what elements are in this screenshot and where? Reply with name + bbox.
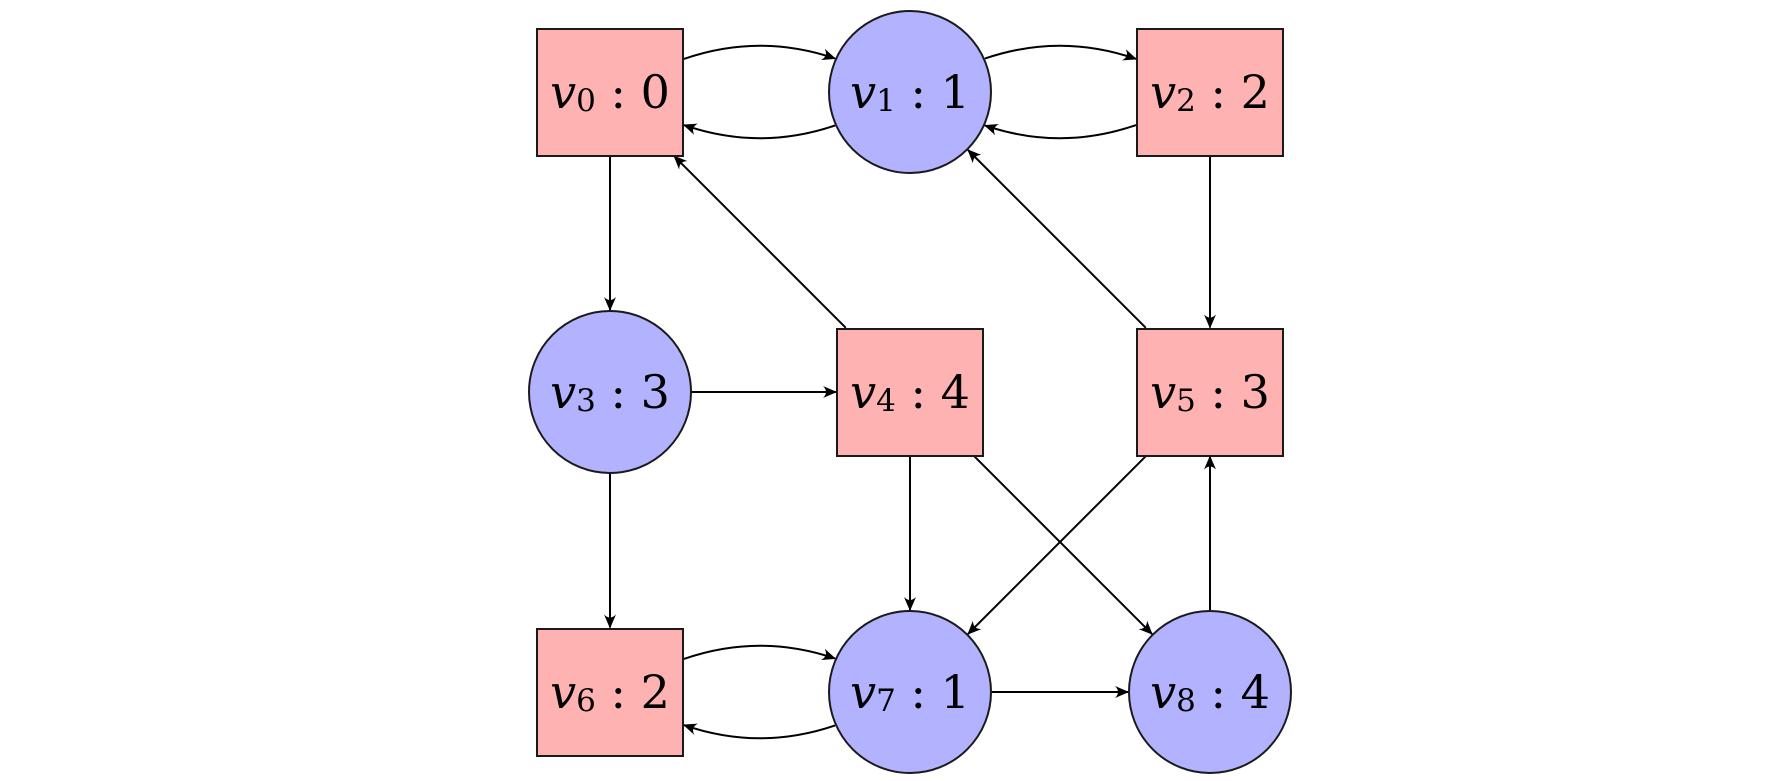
node-v8-label: v8 : 4 [1150, 665, 1270, 719]
edge-v4-v0 [673, 155, 847, 329]
edge-v5-v1 [967, 149, 1147, 329]
edge-v2-v1 [983, 123, 1137, 140]
node-v1-label: v1 : 1 [850, 65, 970, 119]
node-v1-circle [828, 10, 992, 174]
node-v8-circle [1128, 610, 1292, 774]
node-v6: v6 : 2 [536, 628, 684, 757]
node-v3-label: v3 : 3 [550, 365, 670, 419]
node-v6-label: v6 : 2 [550, 665, 670, 719]
node-v8: v8 : 4 [1128, 610, 1292, 774]
node-v2: v2 : 2 [1136, 28, 1284, 157]
node-v0-label: v0 : 0 [550, 65, 670, 119]
node-v5: v5 : 3 [1136, 328, 1284, 457]
edges-layer [604, 44, 1216, 740]
node-v4-label: v4 : 4 [850, 365, 970, 419]
edge-v7-v6 [682, 723, 836, 740]
node-v4-square [836, 328, 984, 457]
node-v4: v4 : 4 [836, 328, 984, 457]
node-v5-label: v5 : 3 [1150, 365, 1270, 419]
edge-v6-v7 [683, 644, 837, 661]
node-v1: v1 : 1 [828, 10, 992, 174]
nodes-layer: v0 : 0 v1 : 1 v2 : 2 v3 : 3 v4 : 4 v5 : … [528, 10, 1292, 774]
node-v2-label: v2 : 2 [1150, 65, 1270, 119]
node-v0-square [536, 28, 684, 157]
node-v7-circle [828, 610, 992, 774]
node-v2-square [1136, 28, 1284, 157]
node-v5-square [1136, 328, 1284, 457]
node-v3: v3 : 3 [528, 310, 692, 474]
edge-v4-v8 [973, 455, 1153, 635]
node-v6-square [536, 628, 684, 757]
node-v7-label: v7 : 1 [850, 665, 970, 719]
edge-v5-v7 [967, 455, 1147, 635]
edge-v0-v1 [683, 44, 837, 61]
node-v7: v7 : 1 [828, 610, 992, 774]
node-v3-circle [528, 310, 692, 474]
edge-v1-v0 [682, 123, 836, 140]
node-v0: v0 : 0 [536, 28, 684, 157]
edge-v1-v2 [984, 44, 1138, 61]
